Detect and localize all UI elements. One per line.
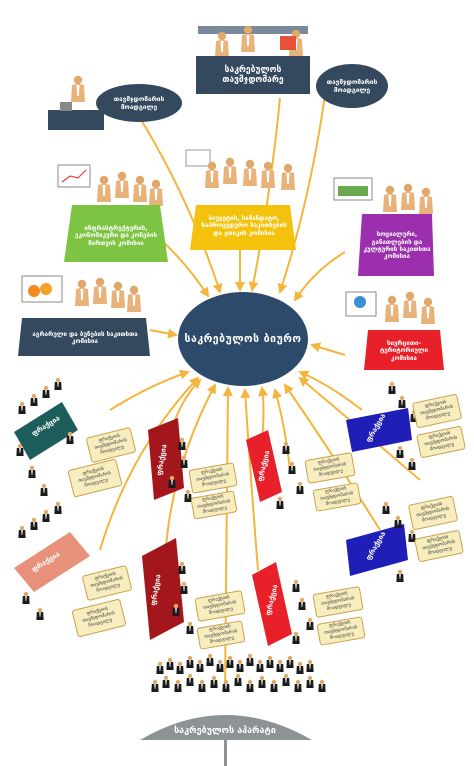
arrow-deputy <box>139 117 223 294</box>
committee-red: სივრცითი-ტერიტორიული კომისია <box>379 339 429 362</box>
council-bureau-hub: საკრებულოს ბიურო <box>178 292 308 386</box>
committee-navy: აგრარული და ბუნების საკითხთა კომისია <box>32 330 138 345</box>
apparatus-shape <box>140 715 312 740</box>
green-committee-scene <box>57 164 168 262</box>
faction-banner-teal <box>14 402 78 460</box>
arrow-faction-7 <box>99 376 200 551</box>
faction-banner-red-2 <box>252 562 292 646</box>
navy-committee-scene <box>18 275 150 356</box>
faction-banner-salmon <box>14 532 90 592</box>
deputy-oval: თავმჯდომარის მოადგილე <box>96 84 182 122</box>
committee-purple: სოციალური, განათლების და კულტურის საკითხ… <box>363 231 431 261</box>
arrow-first-deputy <box>277 94 326 294</box>
first-deputy-oval: თავმჯდომარის მოადგილე <box>316 64 388 108</box>
deputy-scene <box>48 75 104 130</box>
red-committee-scene <box>345 291 444 370</box>
arrow-faction-9 <box>240 388 259 571</box>
faction-banners <box>14 402 412 646</box>
arrow-faction-4 <box>298 370 363 411</box>
arrow-chairman <box>248 97 281 292</box>
apparatus-stem <box>224 740 227 766</box>
arrow-faction-6 <box>272 388 291 471</box>
chairman-label: საკრებულოს თავმჯდომარე <box>198 58 308 94</box>
committee-yellow: ბიუჯეტის, სამანდატო, საპროცედურო საკითხე… <box>201 214 287 237</box>
arrow-faction-10 <box>283 383 381 531</box>
faction-banner-darkred-1 <box>148 418 184 500</box>
faction-banner-darkred-2 <box>142 538 184 640</box>
arrow-faction-1 <box>109 369 190 411</box>
faction-banner-blue-1 <box>346 408 412 452</box>
arrow-purple <box>293 251 346 302</box>
purple-committee-scene <box>333 177 434 276</box>
committee-green: ინფრასტრუქტურის, ეკონომიკური და კონების … <box>75 224 157 247</box>
faction-banner-blue-2 <box>346 524 408 576</box>
yellow-committee-scene <box>185 149 296 250</box>
arrow-navy <box>149 328 178 339</box>
faction-banner-red-1 <box>246 430 282 502</box>
apparatus-label: საკრებულოს აპარატი <box>174 726 276 736</box>
apparatus-crowd <box>151 653 326 692</box>
arrow-red <box>310 342 346 356</box>
